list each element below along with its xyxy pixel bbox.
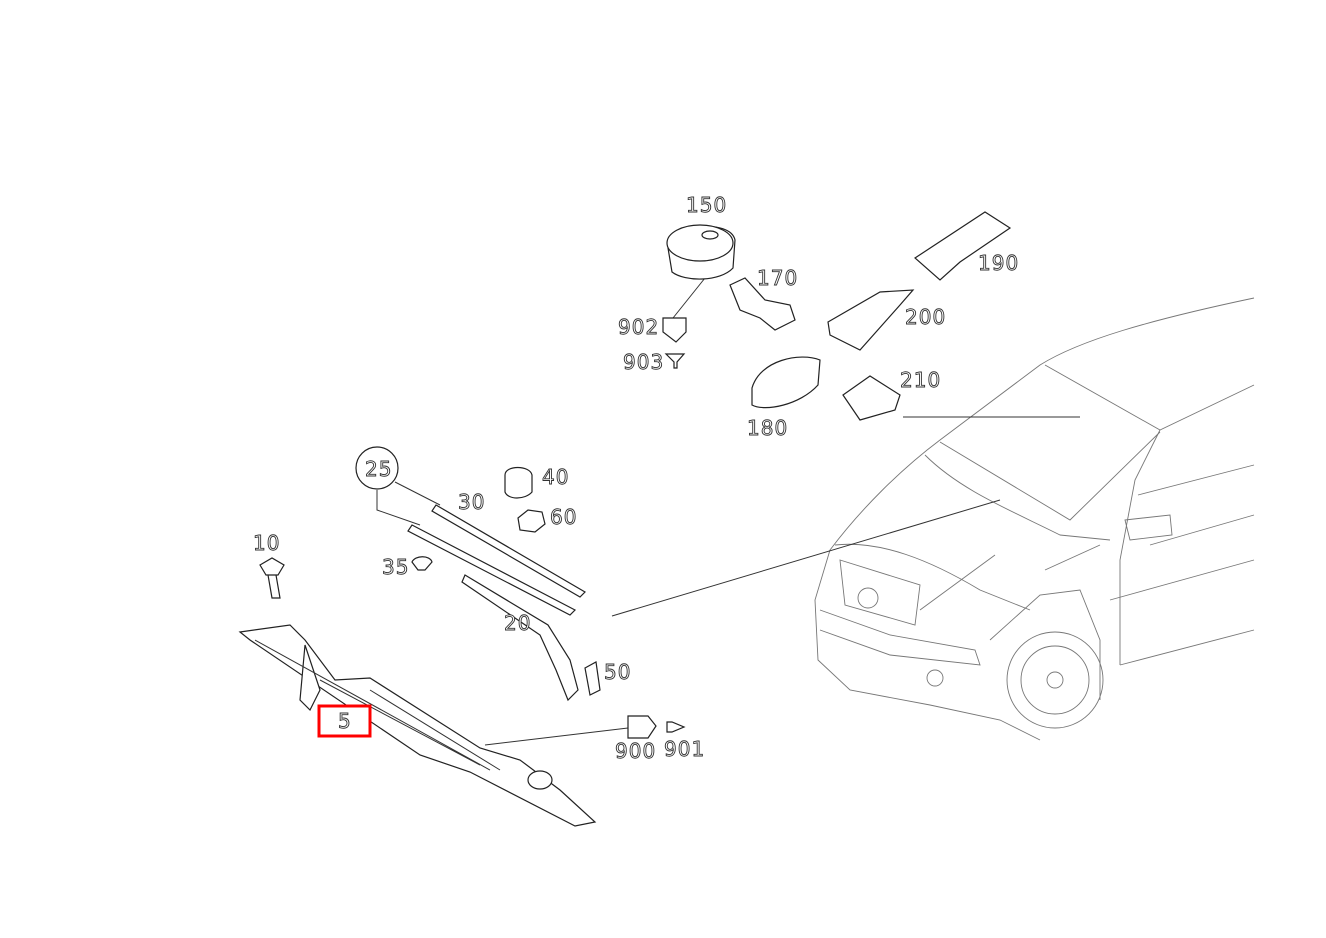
leader-line bbox=[394, 481, 441, 506]
part-20-wiper-arm[interactable] bbox=[461, 574, 579, 702]
label-30[interactable]: 30 bbox=[458, 490, 485, 515]
part-25-wiper-blade[interactable] bbox=[407, 524, 577, 616]
label-5[interactable]: 5 bbox=[338, 709, 352, 734]
part-180[interactable] bbox=[751, 356, 821, 409]
leader-line bbox=[376, 490, 421, 526]
label-150[interactable]: 150 bbox=[686, 193, 727, 218]
label-170[interactable]: 170 bbox=[757, 266, 798, 291]
label-35[interactable]: 35 bbox=[382, 555, 409, 580]
part-5-wiper-linkage[interactable] bbox=[238, 624, 597, 827]
part-50-cap[interactable] bbox=[584, 661, 601, 696]
label-40[interactable]: 40 bbox=[542, 465, 569, 490]
part-150-reservoir[interactable] bbox=[666, 224, 736, 280]
part-170[interactable] bbox=[729, 277, 796, 331]
part-902-icon[interactable] bbox=[662, 317, 687, 343]
label-190[interactable]: 190 bbox=[978, 251, 1019, 276]
part-60-nut[interactable] bbox=[517, 509, 546, 533]
highlight-box bbox=[317, 704, 372, 738]
label-50[interactable]: 50 bbox=[604, 660, 631, 685]
part-200[interactable] bbox=[827, 289, 915, 351]
label-901[interactable]: 901 bbox=[664, 737, 705, 762]
part-190[interactable] bbox=[914, 211, 1012, 281]
part-40-cap[interactable] bbox=[504, 466, 533, 499]
leader-line bbox=[484, 727, 629, 746]
part-25-callout-circle bbox=[355, 446, 399, 490]
label-25[interactable]: 25 bbox=[365, 457, 392, 482]
label-900[interactable]: 900 bbox=[615, 739, 656, 764]
label-210[interactable]: 210 bbox=[900, 368, 941, 393]
label-180[interactable]: 180 bbox=[747, 416, 788, 441]
label-200[interactable]: 200 bbox=[905, 305, 946, 330]
leader-line bbox=[672, 277, 706, 319]
leader-line bbox=[611, 499, 1001, 617]
label-10[interactable]: 10 bbox=[253, 531, 280, 556]
car-illustration bbox=[814, 297, 1255, 741]
part-10-bolt[interactable] bbox=[259, 557, 285, 599]
label-60[interactable]: 60 bbox=[550, 505, 577, 530]
label-903[interactable]: 903 bbox=[623, 350, 664, 375]
label-902[interactable]: 902 bbox=[618, 315, 659, 340]
part-900-icon[interactable] bbox=[627, 715, 657, 739]
part-30-wiper-blade[interactable] bbox=[431, 504, 586, 598]
part-210[interactable] bbox=[842, 375, 901, 421]
part-901-icon[interactable] bbox=[666, 721, 686, 733]
part-35-screw[interactable] bbox=[411, 556, 433, 571]
part-903-icon[interactable] bbox=[664, 353, 686, 369]
label-20[interactable]: 20 bbox=[504, 611, 531, 636]
